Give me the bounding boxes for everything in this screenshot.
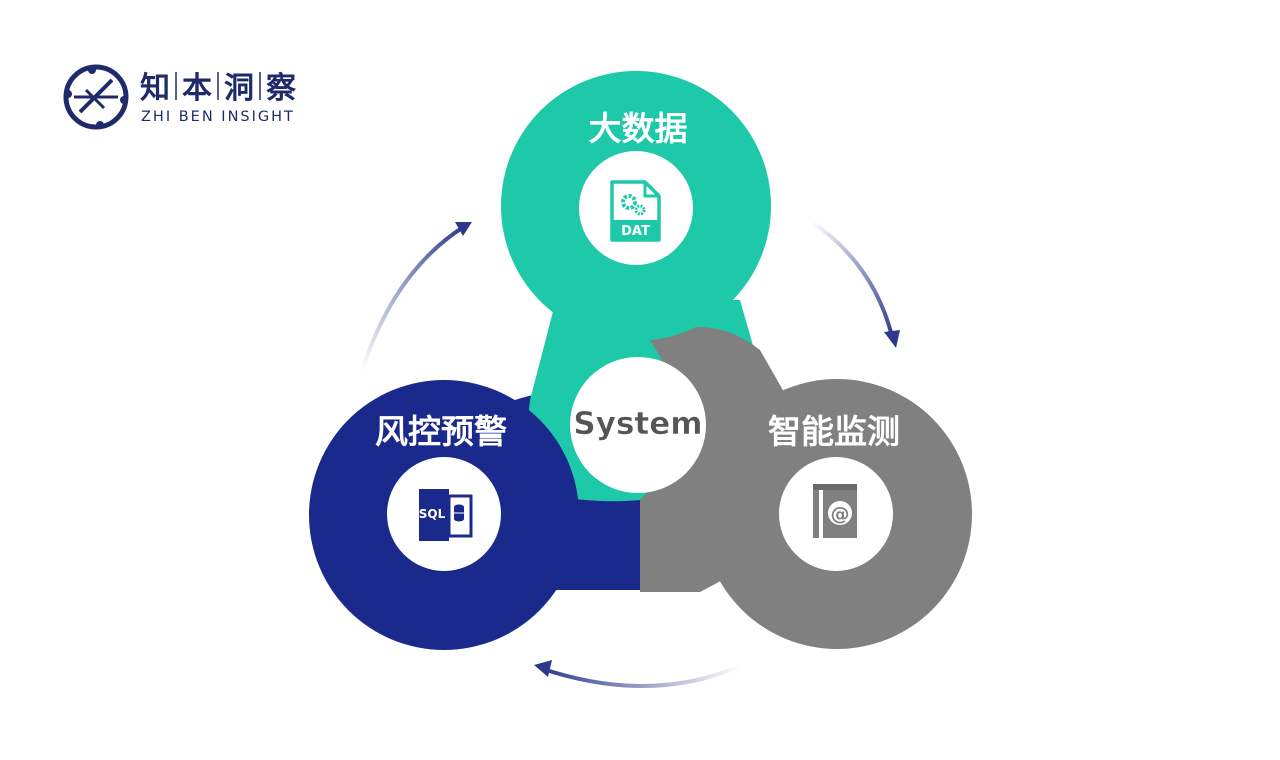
brand-char: 洞 [224, 71, 254, 106]
dat-icon-text: DAT [621, 224, 650, 239]
arrow-left-curve [360, 224, 467, 371]
email-icon-text: @ [831, 503, 850, 525]
arrow-bottom-curve [539, 664, 741, 688]
node-risk-warning-label: 风控预警 [375, 412, 507, 451]
brand-subtitle: ZHI BEN INSIGHT [141, 109, 295, 125]
arrow-right-curve [810, 220, 895, 341]
sql-database-icon: SQL [387, 457, 501, 571]
dat-file-icon: DAT [579, 151, 693, 265]
brand-mark-icon [63, 64, 129, 130]
center-circle [570, 357, 706, 493]
node-smart-monitoring-label: 智能监测 [768, 412, 900, 451]
email-book-icon: @ [779, 457, 893, 571]
brand-char: 察 [266, 71, 297, 106]
brand-char: 知 [140, 71, 170, 106]
center-label: System [573, 406, 702, 442]
arrow-left-head [455, 222, 472, 236]
node-big-data-label: 大数据 [589, 109, 688, 148]
brand-logo: 知 本 洞 察 ZHI BEN INSIGHT [63, 64, 297, 130]
brand-char: 本 [182, 71, 212, 106]
arrow-right-head [884, 330, 900, 348]
cycle-arrows [360, 220, 900, 688]
arrow-bottom-head [534, 660, 552, 677]
sql-icon-text: SQL [419, 507, 446, 521]
